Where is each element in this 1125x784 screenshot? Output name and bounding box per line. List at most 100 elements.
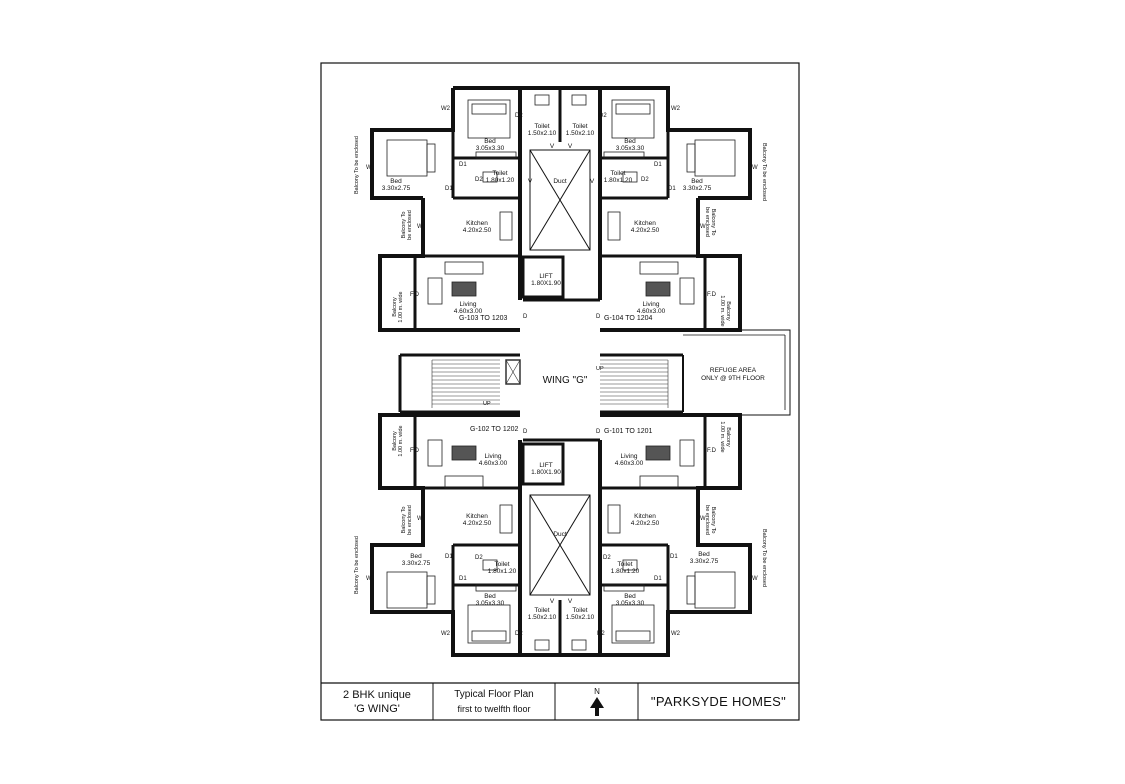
balcony-label: Balcony To be enclosed	[761, 529, 767, 587]
room-name: Bed	[484, 138, 496, 145]
room-size: 1.80x1.20	[486, 177, 515, 184]
room-name: Kitchen	[634, 220, 656, 227]
stair-up-mark: UP	[596, 366, 604, 372]
door-tag: W2	[671, 106, 681, 112]
door-mark: D	[596, 314, 601, 320]
door-tag: D2	[475, 177, 483, 183]
room-size: 3.30x2.75	[690, 558, 719, 565]
door-tag: D1	[459, 576, 467, 582]
room-name: Toilet	[534, 123, 549, 130]
staircase-right	[600, 359, 669, 408]
room-name: Living	[460, 301, 477, 308]
duct-label: Duct	[553, 531, 567, 538]
room-size: 1.50x2.10	[566, 130, 595, 137]
title-block-unit: 2 BHK unique 'G WING'	[321, 686, 433, 718]
balcony-label: Balcony To	[710, 507, 716, 534]
door-tag: F.D	[410, 292, 420, 298]
room-name: Kitchen	[634, 513, 656, 520]
door-tag: W	[700, 516, 706, 522]
lift-label: LIFT	[539, 273, 552, 280]
balcony-label: Balcony To	[401, 507, 407, 534]
room-size: 4.60x3.00	[637, 308, 666, 315]
door-tag: D1	[654, 576, 662, 582]
title-block-plan: Typical Floor Plan first to twelfth floo…	[433, 686, 555, 718]
door-tag: F.D	[707, 448, 717, 454]
balcony-label: Balcony To	[710, 209, 716, 236]
project-name: "PARKSYDE HOMES"	[650, 694, 787, 709]
room-name: Bed	[410, 553, 422, 560]
room-name: Toilet	[610, 170, 625, 177]
balcony-label: Balcony	[725, 301, 731, 321]
balcony-label: be enclosed	[704, 505, 710, 535]
room-size: 4.20x2.50	[463, 227, 492, 234]
door-mark: D	[523, 314, 528, 320]
refuge-area-outline	[683, 329, 791, 416]
title-block-project: "PARKSYDE HOMES"	[638, 686, 799, 718]
door-tag: F.D	[410, 448, 420, 454]
door-tag: D1	[445, 554, 453, 560]
balcony-label: Balcony	[392, 297, 398, 317]
north-label: N	[594, 687, 600, 696]
lift-label: LIFT	[539, 462, 552, 469]
refuge-label-line1: REFUGE AREA	[710, 367, 757, 374]
lift-size: 1.80X1.90	[531, 469, 561, 476]
balcony-label: 1.00 m. wide	[398, 291, 404, 322]
room-size: 3.30x2.75	[402, 560, 431, 567]
room-name: Living	[621, 453, 638, 460]
room-name: Toilet	[494, 561, 509, 568]
room-name: Toilet	[617, 561, 632, 568]
room-name: Bed	[390, 178, 402, 185]
vent-mark: V	[590, 178, 595, 185]
room-size: 4.60x3.00	[454, 308, 483, 315]
lift-size: 1.80X1.90	[531, 280, 561, 287]
flat-labels: G-103 TO 1203 G-104 TO 1204 G-102 TO 120…	[459, 315, 652, 435]
room-name: Toilet	[534, 607, 549, 614]
door-tag: W2	[671, 631, 681, 637]
north-arrow-icon	[590, 697, 604, 716]
room-name: Kitchen	[466, 220, 488, 227]
room-size: 4.20x2.50	[631, 520, 660, 527]
room-size: 3.05x3.30	[476, 145, 505, 152]
door-tag: W	[417, 224, 423, 230]
room-name: Toilet	[572, 123, 587, 130]
door-tag: W	[417, 516, 423, 522]
balcony-label: Balcony To be enclosed	[761, 143, 767, 201]
balcony-label: Balcony To	[401, 212, 407, 239]
balcony-label: 1.00 m. wide	[398, 425, 404, 456]
balcony-label: Balcony To be enclosed	[354, 136, 360, 194]
flat-number: G-103 TO 1203	[459, 315, 507, 322]
room-size: 1.80x1.20	[611, 568, 640, 575]
door-mark: D	[523, 429, 528, 435]
door-tag: D2	[515, 113, 523, 119]
vent-mark: V	[528, 178, 533, 185]
balcony-labels: Balcony To be enclosed Balcony To be enc…	[354, 136, 767, 594]
room-size: 3.30x2.75	[382, 185, 411, 192]
door-tag: W	[700, 224, 706, 230]
room-size: 4.20x2.50	[463, 520, 492, 527]
room-size: 3.05x3.30	[616, 145, 645, 152]
room-name: Bed	[624, 138, 636, 145]
balcony-label: be enclosed	[704, 207, 710, 237]
wing-name: 'G WING'	[354, 703, 400, 715]
room-size: 4.60x3.00	[615, 460, 644, 467]
furniture	[386, 94, 736, 651]
refuge-label-line2: ONLY @ 9TH FLOOR	[701, 375, 765, 382]
room-name: Living	[643, 301, 660, 308]
room-size: 1.50x2.10	[528, 614, 557, 621]
room-name: Bed	[484, 593, 496, 600]
door-mark: D	[596, 429, 601, 435]
door-tag: W	[366, 165, 372, 171]
balcony-label: Balcony	[725, 427, 731, 447]
room-name: Toilet	[572, 607, 587, 614]
door-tag: D2	[475, 555, 483, 561]
balcony-label: be enclosed	[407, 210, 413, 240]
room-name: Toilet	[492, 170, 507, 177]
unit-type: 2 BHK unique	[343, 689, 411, 701]
door-tag: D2	[597, 631, 605, 637]
flat-number: G-102 TO 1202	[470, 426, 518, 433]
duct-label: Duct	[553, 178, 567, 185]
door-tag: D1	[459, 162, 467, 168]
room-labels: Bed 3.05x3.30 Bed 3.05x3.30 Toilet 1.50x…	[382, 123, 719, 621]
door-tag: D1	[670, 554, 678, 560]
